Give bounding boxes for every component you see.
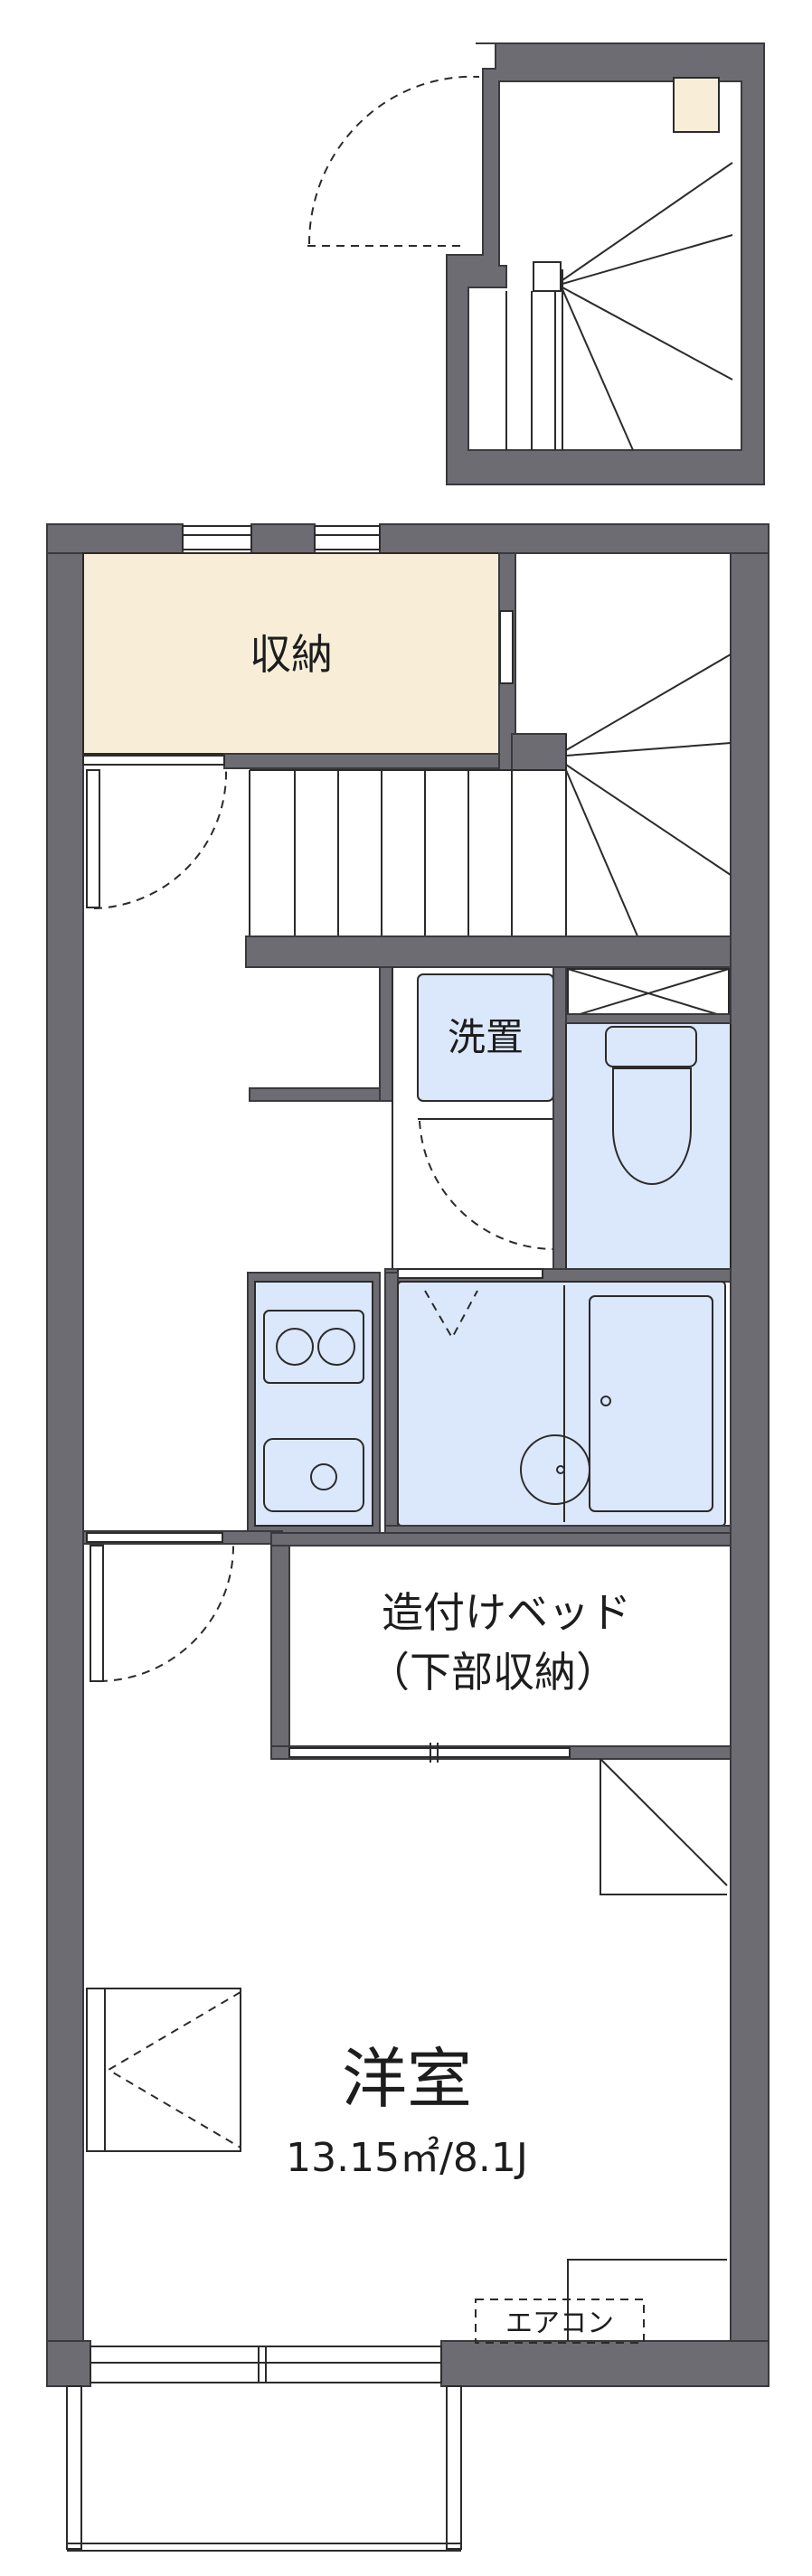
balcony: [66, 2385, 462, 2552]
western-room-area: 13.15㎡/8.1J: [286, 2135, 528, 2181]
loft-wall: [446, 42, 765, 485]
washroom-door-swing: [419, 1120, 554, 1250]
bathroom: [384, 1272, 732, 1539]
washer-label: 洗置: [448, 1015, 524, 1059]
storage-bottom-wall: [223, 753, 511, 769]
corner-closet: [600, 1758, 728, 1895]
bottom-window: [90, 2346, 442, 2383]
bed-note: （下部収納）: [368, 1648, 618, 1697]
storage-room: [82, 552, 500, 755]
storage-door-leaf: [86, 769, 100, 908]
hall-partition-post: [379, 966, 393, 1102]
room-door-swing: [99, 1545, 234, 1682]
storage-door-opening: [82, 755, 225, 766]
bed-label: 造付けベッド: [382, 1588, 631, 1637]
stairs-bottom-wall: [245, 935, 732, 968]
room-door-opening: [86, 1532, 223, 1543]
bath-door-opening: [397, 1268, 543, 1279]
aircon-unit: [475, 2299, 645, 2344]
storage-door-swing: [93, 769, 228, 909]
bottom-right-cabinet: [567, 2259, 727, 2341]
storage-label: 収納: [250, 630, 333, 679]
aircon-label: エアコン: [505, 2308, 614, 2339]
built-in-bed: [270, 1532, 732, 1763]
left-window-unit: [86, 1988, 241, 2152]
toilet-room: [552, 966, 732, 1275]
room-door-leaf: [90, 1545, 104, 1682]
stair-window: [499, 610, 514, 684]
loft-door-swing: [307, 75, 480, 245]
kitchen-counter: [247, 1272, 381, 1536]
hall-partition: [249, 1087, 392, 1102]
loft-stairs: [505, 162, 733, 451]
toilet-bowl: [612, 1067, 692, 1185]
loft-area: [307, 42, 765, 485]
top-windows: [182, 525, 381, 550]
western-room-label: 洋室: [342, 2041, 472, 2117]
main-stairs: [249, 653, 732, 939]
outer-walls: [46, 523, 770, 2387]
loft-tan-box: [673, 77, 720, 133]
